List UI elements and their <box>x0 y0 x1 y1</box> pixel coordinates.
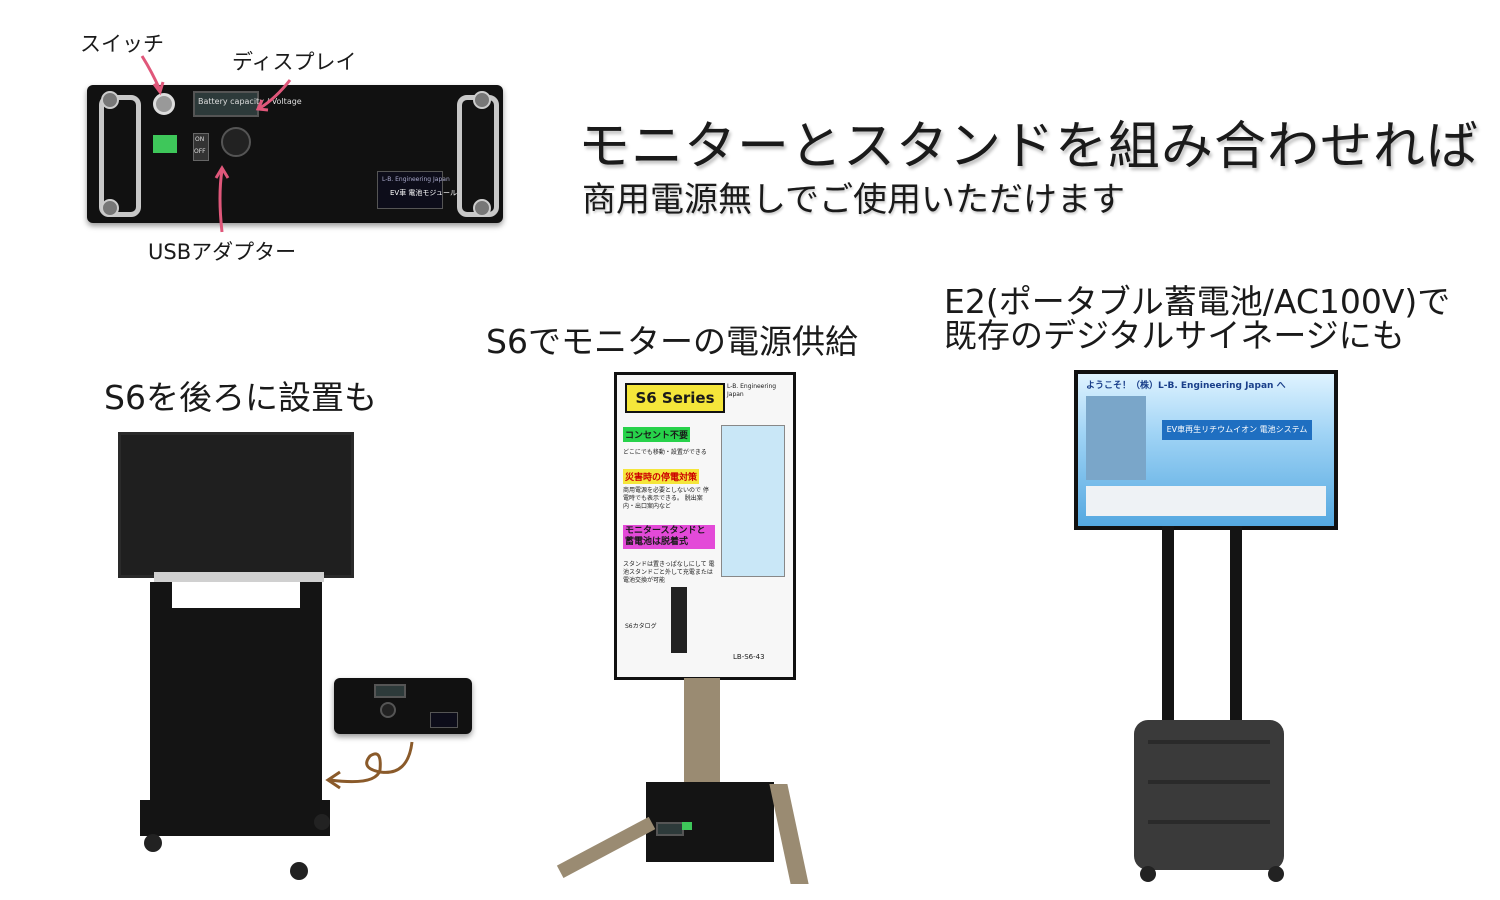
callout-usb-adapter: USBアダプター <box>148 240 297 264</box>
poster-catalog-label: S6カタログ <box>625 623 657 630</box>
caption-right-line2: 既存のデジタルサイネージにも <box>944 316 1405 355</box>
callout-display: ディスプレイ <box>232 50 357 74</box>
curly-arrow <box>325 741 414 790</box>
caption-right-line1: E2(ポータブル蓄電池/AC100V)で <box>944 282 1451 321</box>
lcd-text: Battery capacity / Voltage <box>198 97 302 106</box>
battery-front-panel: Battery capacity / Voltage ON OFF L-B. E… <box>87 85 503 223</box>
vertical-signage: S6 Series L-B. Engineering Japan コンセント不要… <box>614 372 796 680</box>
poster-series-title: S6 Series <box>625 383 725 413</box>
signage-welcome: ようこそ！（株）L-B. Engineering Japan へ <box>1086 381 1286 391</box>
poster-text-1: どこにでも移動・設置ができる <box>623 449 707 456</box>
lcd-display <box>374 684 406 698</box>
horizontal-signage: ようこそ！（株）L-B. Engineering Japan へ EV車再生リチ… <box>1074 370 1338 530</box>
stand-leg <box>556 816 656 879</box>
poster-heading-3: モニタースタンドと 蓄電池は脱着式 <box>623 525 715 549</box>
left-battery-unit <box>334 678 472 734</box>
stand-column <box>684 678 720 796</box>
handle-bolt <box>473 199 491 217</box>
poster-heading-1: コンセント不要 <box>623 427 691 442</box>
monitor-screen <box>118 432 354 578</box>
wheel <box>144 834 162 852</box>
headline-title: モニターとスタンドを組み合わせれば <box>578 117 1480 177</box>
arrow-switch <box>140 55 162 91</box>
arrow-usb-head <box>214 165 230 179</box>
stand-base <box>140 800 330 836</box>
handle-bolt <box>101 199 119 217</box>
case-rib <box>1148 820 1270 824</box>
arrow-switch-head <box>152 81 165 96</box>
lcd-display <box>656 822 684 836</box>
trolley-pole-left <box>1162 526 1174 736</box>
left-handle <box>99 95 141 217</box>
wheel <box>1140 866 1156 882</box>
case-rib <box>1148 740 1270 744</box>
wheel <box>1268 866 1284 882</box>
callout-arrows <box>140 55 292 233</box>
power-switch[interactable] <box>153 93 175 115</box>
poster-product-image <box>721 425 785 577</box>
stand-back-panel <box>156 608 316 804</box>
output-terminal <box>682 822 692 830</box>
arrow-display-head <box>255 99 269 112</box>
center-battery-unit <box>646 782 774 862</box>
monitor-bezel-bottom <box>154 572 324 582</box>
caption-center: S6でモニターの電源供給 <box>486 322 858 361</box>
trolley-pole-right <box>1230 526 1242 736</box>
center-stand-illustration: S6 Series L-B. Engineering Japan コンセント不要… <box>548 372 868 892</box>
poster-text-3: スタンドは置きっぱなしにして 電池スタンドごと外して充電または 電池交換が可能 <box>623 561 715 584</box>
poster-model: LB-S6-43 <box>733 653 765 661</box>
poster-brand: L-B. Engineering Japan <box>727 383 777 398</box>
handle-bolt <box>473 91 491 109</box>
caption-left: S6を後ろに設置も <box>104 378 377 417</box>
arrow-display <box>259 79 292 110</box>
poster-heading-2: 災害時の停電対策 <box>623 469 700 484</box>
poster-text-2: 商用電源を必要としないので 停電時でも表示できる。 脱出案内・出口案内など <box>623 487 709 510</box>
callout-switch: スイッチ <box>80 32 164 56</box>
product-label: L-B. Engineering Japan EV車 電池モジュール <box>377 171 457 209</box>
usb-adapter <box>380 702 396 718</box>
output-terminal <box>153 135 177 153</box>
arrow-usb <box>218 169 224 233</box>
signage-building-image <box>1086 396 1146 480</box>
handle-bolt <box>101 91 119 109</box>
product-label <box>430 712 458 728</box>
product-name: EV車 電池モジュール <box>390 189 457 197</box>
off-label: OFF <box>194 148 206 155</box>
signage-product-strip <box>1086 486 1326 516</box>
lcd-display: Battery capacity / Voltage <box>193 91 302 117</box>
stand-leg <box>769 784 809 884</box>
wheel <box>314 814 330 830</box>
left-stand-illustration <box>104 430 354 890</box>
e2-portable-battery-case <box>1134 720 1284 870</box>
on-off-switch[interactable]: ON OFF <box>193 133 209 161</box>
on-label: ON <box>195 136 205 143</box>
usb-adapter[interactable] <box>221 127 251 157</box>
case-rib <box>1148 780 1270 784</box>
poster-kiosk-image <box>671 587 687 653</box>
right-stand-illustration: ようこそ！（株）L-B. Engineering Japan へ EV車再生リチ… <box>1074 370 1338 890</box>
wheel <box>290 862 308 880</box>
signage-headline: EV車再生リチウムイオン 電池システム <box>1162 420 1312 440</box>
headline-subtitle: 商用電源無しでご使用いただけます <box>582 180 1125 220</box>
brand-label: L-B. Engineering Japan <box>382 176 450 183</box>
